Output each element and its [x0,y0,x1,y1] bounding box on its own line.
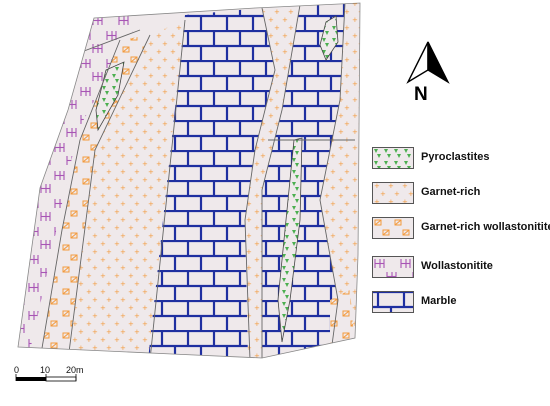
map-boundary [17,2,361,359]
legend-swatch-wollastonitite [372,256,414,278]
legend-swatch-pyroclastites [372,147,414,169]
unit-pyroclastites-central [277,137,303,343]
unit-garnet-rich-central [245,5,300,358]
unit-garnet-wollastonitite-west [40,35,150,358]
legend-swatch-garnet-rich-wollastonitite [372,217,414,239]
legend-item-pyroclastites: Pyroclastites [372,147,550,171]
legend-label-garnet-rich-wollastonitite: Garnet-rich wollastonitite [421,221,550,233]
legend-label-garnet-rich: Garnet-rich [421,186,481,198]
north-arrow-icon [406,41,450,84]
map-units [18,3,360,358]
legend-swatch-garnet-rich [372,182,414,204]
scale-tick-20m: 20m [66,365,84,375]
legend-item-wollastonitite: Wollastonitite [372,256,550,280]
legend-item-garnet-rich-wollastonitite: Garnet-rich wollastonitite [372,217,550,241]
legend-swatch-marble [372,291,414,313]
legend-item-garnet-rich: Garnet-rich [372,182,550,206]
scale-bar [15,374,77,382]
scale-tick-10: 10 [40,365,51,375]
unit-garnet-rich-west [68,20,185,358]
legend-label-wollastonitite: Wollastonitite [421,260,493,272]
scale-tick-0: 0 [14,365,20,375]
legend-label-marble: Marble [421,295,457,307]
unit-pyroclastites-northeast [319,15,339,61]
legend-item-marble: Marble [372,291,550,315]
north-label: N [414,84,428,105]
unit-marble-main [148,8,275,358]
unit-pyroclastites-north [95,61,125,132]
legend-label-pyroclastites: Pyroclastites [421,151,490,163]
